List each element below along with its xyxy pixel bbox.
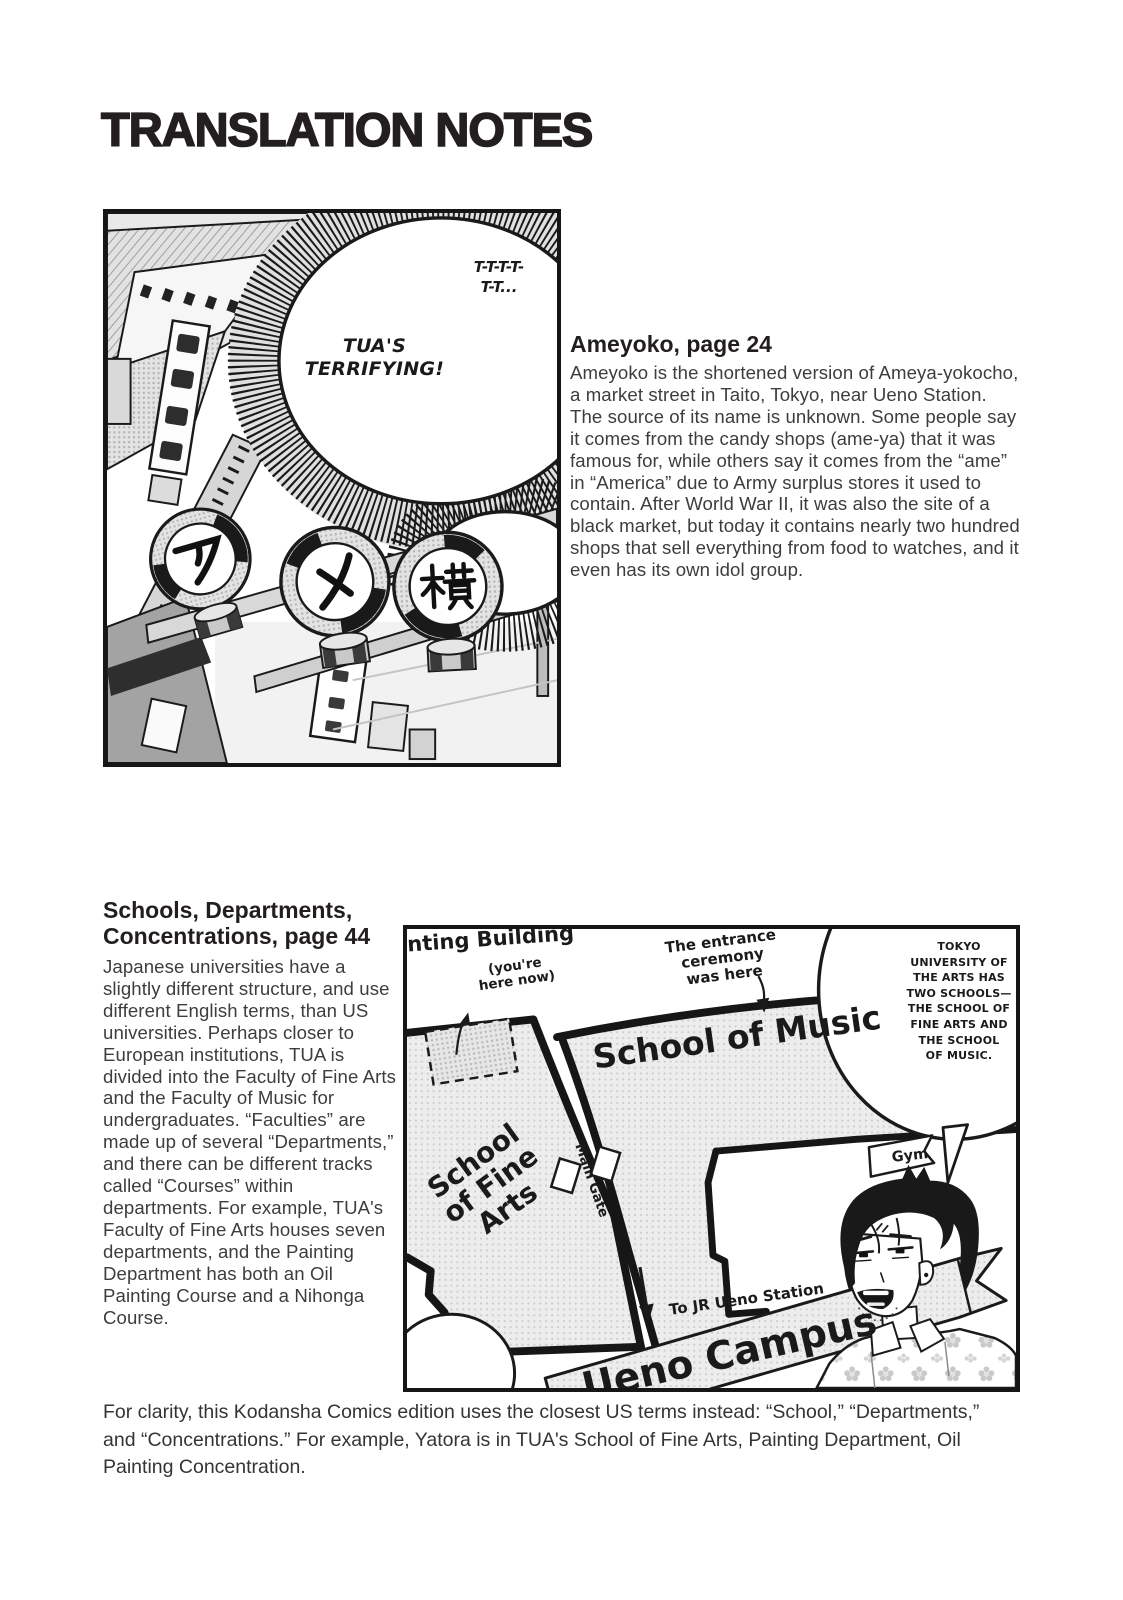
ameyoko-sign-me [279, 525, 391, 670]
note-ameyoko-body: Ameyoko is the shortened version of Amey… [570, 362, 1020, 581]
painting-building-outline [423, 1017, 519, 1086]
shopfront [107, 596, 228, 763]
campus-map-panel: Painting Building (you're here now) The … [403, 925, 1020, 1392]
sign-glyph-me [316, 552, 354, 611]
footer-paragraph: For clarity, this Kodansha Comics editio… [103, 1401, 980, 1478]
sign-glyph-a [172, 534, 222, 586]
gym-box [867, 1134, 936, 1178]
map-arrows [455, 975, 770, 1322]
vertical-shop-sign [147, 319, 212, 507]
bubble-stutter-text: T-T-T-T- T-T... [473, 258, 525, 297]
ameyoko-manga-panel: T-T-T-T- T-T... TUA'S TERRIFYING! [103, 209, 561, 767]
note-schools-heading: Schools, Departments, Concentrations, pa… [103, 897, 371, 949]
main-gate-marker [549, 1145, 622, 1195]
page-title: TRANSLATION NOTES [100, 102, 594, 157]
campus-map-art [407, 929, 1016, 1388]
map-speech-balloon [816, 929, 1016, 1184]
map-balloon-text: TOKYO UNIVERSITY OF THE ARTS HAS TWO SCH… [906, 940, 1012, 1063]
speed-line-burst [227, 213, 557, 652]
map-character [815, 1164, 1016, 1388]
stubble-dots [858, 1307, 898, 1322]
bubble-shout-text: TUA'S TERRIFYING! [304, 335, 445, 380]
fine-arts-area [407, 1019, 641, 1354]
note-ameyoko-heading: Ameyoko, page 24 [570, 331, 772, 357]
ameyoko-sign-yoko [392, 530, 504, 673]
ameyoko-panel-art [107, 213, 557, 763]
note-schools-body: Japanese universities have a slightly di… [103, 956, 397, 1328]
sign-glyph-yoko [419, 561, 477, 611]
ameyoko-sign-a [149, 507, 252, 641]
corner-bubble [407, 1312, 517, 1388]
